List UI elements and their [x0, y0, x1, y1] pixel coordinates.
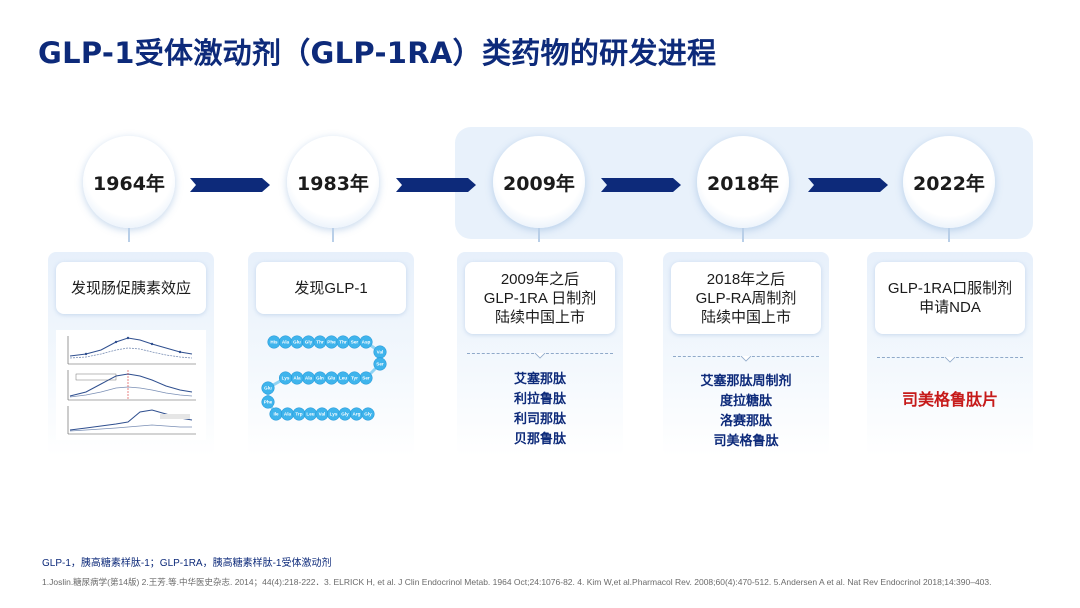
amino-acid-bead — [373, 357, 387, 371]
amino-acid-label: Gly — [341, 412, 349, 417]
amino-acid-label: Thr — [316, 340, 324, 345]
amino-acid-bead — [261, 381, 275, 395]
amino-acid-bead — [359, 335, 373, 349]
amino-acid-label: Trp — [295, 412, 302, 417]
connector-line — [128, 228, 130, 242]
amino-acid-label: Ala — [284, 412, 292, 417]
milestone-description: GLP-1RA口服制剂申请NDA — [875, 262, 1025, 334]
amino-acid-label: Lys — [282, 376, 290, 381]
year-circle-2018: 2018年 — [697, 136, 789, 228]
amino-acid-label: Ser — [376, 362, 384, 367]
page-title: GLP-1受体激动剂（GLP-1RA）类药物的研发进程 — [38, 36, 717, 70]
amino-acid-label: Glu — [264, 386, 272, 391]
drug-item: 贝那鲁肽 — [513, 432, 566, 447]
drug-item: 艾塞那肽周制剂 — [700, 374, 792, 389]
connector-line — [742, 228, 744, 242]
drug-list: 艾塞那肽周制剂 度拉糖肽 洛赛那肽 司美格鲁肽 — [663, 372, 829, 452]
drug-item: 利司那肽 — [513, 412, 566, 427]
connector-line — [332, 228, 334, 242]
connector-line — [948, 228, 950, 242]
amino-acid-bead — [278, 371, 293, 385]
drug-item: 司美格鲁肽 — [713, 434, 779, 449]
year-circle-1983: 1983年 — [287, 136, 379, 228]
timeline-arrow-icon — [396, 178, 476, 192]
amino-acid-label: Leu — [306, 412, 314, 417]
amino-acid-label: Ala — [293, 376, 301, 381]
amino-acid-label: Ala — [305, 376, 313, 381]
drug-item: 艾塞那肽 — [513, 372, 566, 387]
amino-acid-label: Phe — [327, 340, 336, 345]
highlight-drug: 司美格鲁肽片 — [901, 390, 998, 409]
amino-acid-bead — [261, 395, 275, 409]
amino-acid-label: Leu — [339, 376, 347, 381]
amino-acid-label: Ser — [362, 376, 370, 381]
amino-acid-bead — [361, 407, 375, 421]
drug-list: 艾塞那肽 利拉鲁肽 利司那肽 贝那鲁肽 — [457, 370, 623, 450]
year-circle-2022: 2022年 — [903, 136, 995, 228]
milestone-description: 发现GLP-1 — [256, 262, 406, 314]
abbreviation-footnote: GLP-1，胰高糖素样肽-1；GLP-1RA，胰高糖素样肽-1受体激动剂 — [42, 558, 332, 569]
incretin-effect-chart-image — [56, 330, 206, 440]
amino-acid-label: Gly — [364, 412, 372, 417]
chevron-down-icon — [741, 356, 751, 362]
amino-acid-label: Ile — [273, 412, 279, 417]
amino-acid-label: Glu — [293, 340, 301, 345]
timeline-arrow-icon — [190, 178, 270, 192]
drug-item: 洛赛那肽 — [719, 414, 772, 429]
chevron-down-icon — [945, 357, 955, 363]
amino-acid-label: Arg — [353, 412, 361, 417]
references-footnote: 1.Joslin.糖尿病学(第14版) 2.王芳.等.中华医史杂志. 2014；… — [42, 577, 992, 587]
amino-acid-label: Phe — [264, 400, 273, 405]
amino-acid-label: Asp — [362, 340, 371, 345]
drug-item: 度拉糖肽 — [719, 394, 772, 409]
milestone-card-1964: 发现肠促胰素效应 — [48, 252, 214, 457]
connector-line — [538, 228, 540, 242]
year-circle-1964: 1964年 — [83, 136, 175, 228]
amino-acid-label: Thr — [339, 340, 347, 345]
amino-acid-label: Gln — [316, 376, 324, 381]
amino-acid-label: His — [270, 340, 278, 345]
amino-acid-label: Gly — [305, 340, 313, 345]
amino-acid-label: Val — [319, 412, 326, 417]
year-circle-2009: 2009年 — [493, 136, 585, 228]
milestone-description: 发现肠促胰素效应 — [56, 262, 206, 314]
amino-acid-label: Lys — [330, 412, 338, 417]
amino-acid-label: Ser — [351, 340, 359, 345]
amino-acid-label: Tyr — [351, 376, 358, 381]
timeline-arrow-icon — [601, 178, 681, 192]
timeline-arrow-icon — [808, 178, 888, 192]
amino-acid-label: Ala — [282, 340, 290, 345]
amino-acid-label: Val — [377, 350, 384, 355]
chevron-down-icon — [535, 353, 545, 359]
milestone-card-2022: GLP-1RA口服制剂申请NDA 司美格鲁肽片 — [867, 252, 1033, 457]
drug-item: 利拉鲁肽 — [513, 392, 566, 407]
amino-acid-label: Glu — [328, 376, 336, 381]
milestone-description-text: GLP-1RA口服制剂申请NDA — [887, 280, 1013, 316]
